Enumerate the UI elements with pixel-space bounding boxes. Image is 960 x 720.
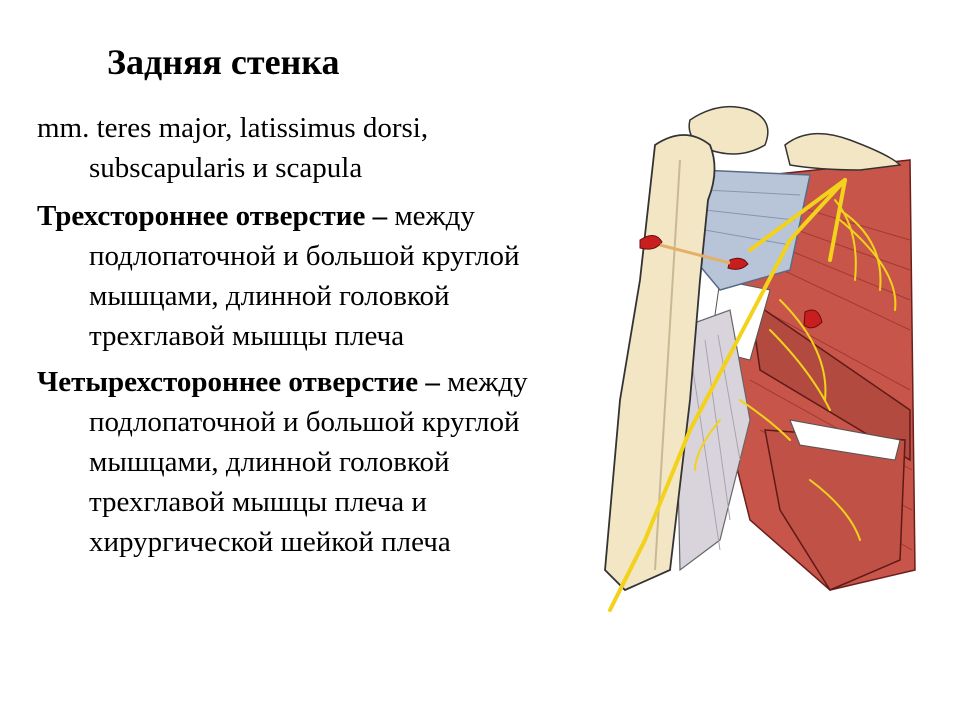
clavicle <box>784 132 902 171</box>
text-block: mm. teres major, latissimus dorsi, subsc… <box>37 108 577 568</box>
slide-title: Задняя стенка <box>107 42 340 82</box>
walls-list-text: mm. teres major, latissimus dorsi, subsc… <box>37 112 429 184</box>
triangular-space-paragraph: Трехстороннее отверстие – между подлопат… <box>37 196 577 356</box>
artery-branch <box>803 309 823 329</box>
tendon-fibers <box>704 189 801 246</box>
triangular-space <box>789 419 901 461</box>
circumflex-scapular-artery <box>727 257 749 270</box>
humerus <box>604 134 716 592</box>
artery-connection <box>659 243 731 265</box>
triangular-space-text: между подлопаточной и большой круглой мы… <box>89 200 520 352</box>
quadrangular-space-paragraph: Четырехстороннее отверстие – между подло… <box>37 362 577 562</box>
triangular-space-term: Трехстороннее отверстие – <box>37 200 388 232</box>
triceps-fibers <box>689 334 741 551</box>
quadrangular-space-text: между подлопаточной и большой круглой мы… <box>89 366 528 558</box>
teres-major-muscle <box>749 298 911 462</box>
posterior-circumflex-artery <box>639 235 663 250</box>
shoulder-anatomy-illustration <box>604 105 916 612</box>
nerve-trunks <box>608 178 847 612</box>
quadrangular-space-term: Четырехстороннее отверстие – <box>37 366 440 398</box>
nerve-branches <box>694 199 897 541</box>
walls-list-paragraph: mm. teres major, latissimus dorsi, subsc… <box>37 108 577 188</box>
